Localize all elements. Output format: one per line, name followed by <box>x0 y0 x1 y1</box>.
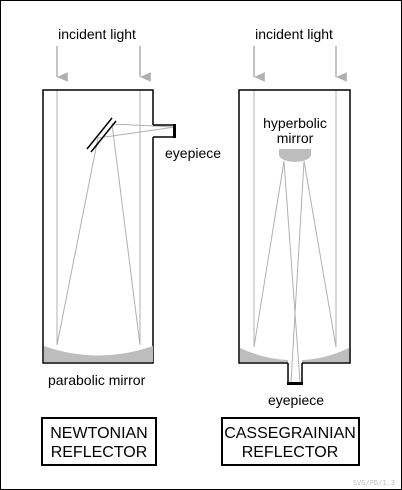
newtonian-telescope: incident light eyepiece para <box>41 26 221 466</box>
cassegrain-eyepiece-label: eyepiece <box>268 392 324 408</box>
cassegrain-eyepiece <box>287 363 303 385</box>
cassegrain-telescope: incident light hyperbolic mirror eyepi <box>221 26 360 466</box>
cassegrain-hyperbolic-mirror <box>279 149 311 162</box>
newtonian-title-line2: REFLECTOR <box>51 444 148 461</box>
cassegrain-tube <box>238 89 351 364</box>
credit-label: SVG/PD/1.3 <box>353 479 395 487</box>
cassegrain-primary-mirror-right <box>302 348 349 362</box>
newtonian-incident-label: incident light <box>58 26 136 42</box>
newtonian-flat-mirror <box>86 117 117 153</box>
newtonian-title-line1: NEWTONIAN <box>50 425 147 442</box>
newtonian-tube <box>42 89 154 364</box>
cassegrain-secondary-label-line2: mirror <box>277 130 314 146</box>
newtonian-eyepiece-label: eyepiece <box>165 145 221 161</box>
newtonian-title-box <box>41 417 157 466</box>
newtonian-parabolic-mirror <box>44 346 153 362</box>
cassegrain-incident-label: incident light <box>255 26 333 42</box>
cassegrain-light-rays <box>253 90 337 383</box>
newtonian-light-rays <box>56 90 176 346</box>
newtonian-mirror-label: parabolic mirror <box>48 372 146 388</box>
cassegrain-title-line1: CASSEGRAINIAN <box>224 425 356 442</box>
cassegrain-title-box <box>221 417 360 466</box>
newtonian-eyepiece <box>153 124 176 138</box>
cassegrain-primary-mirror-left <box>240 348 288 362</box>
cassegrain-secondary-label-line1: hyperbolic <box>263 115 327 131</box>
cassegrain-title-line2: REFLECTOR <box>242 444 339 461</box>
